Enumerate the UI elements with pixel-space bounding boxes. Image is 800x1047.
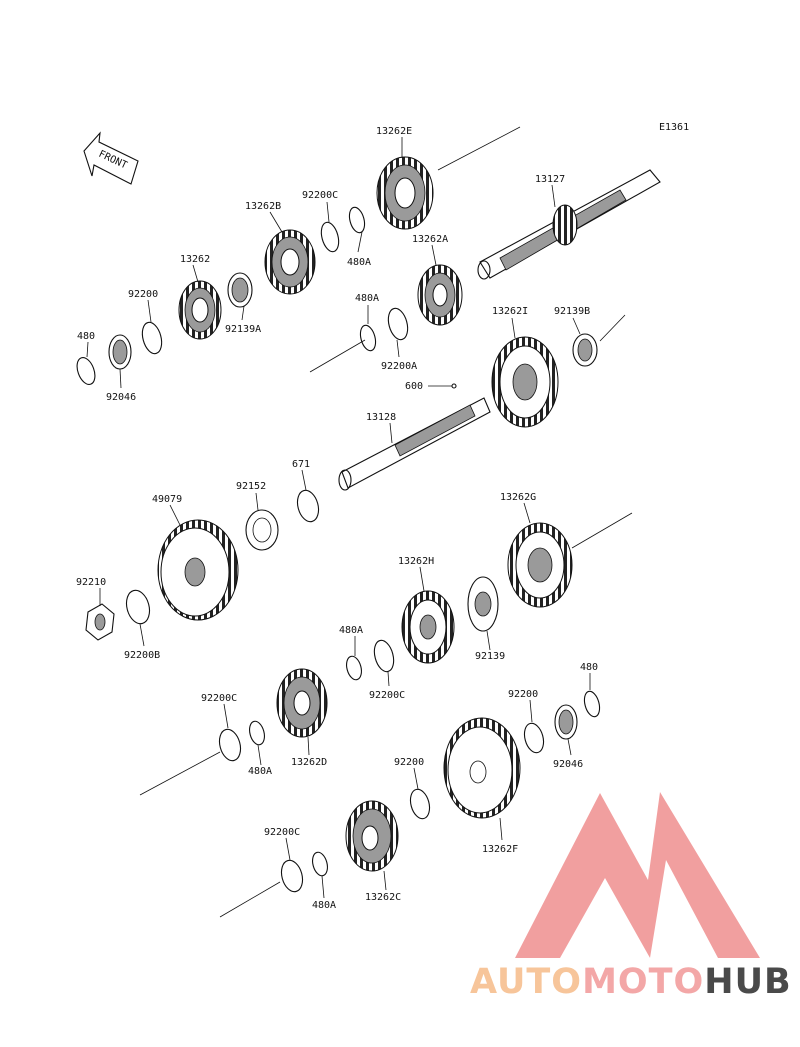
label-480A-bottom: 480A — [312, 900, 336, 911]
shaft-13128 — [338, 397, 491, 491]
circlip-480A-mid — [359, 324, 377, 352]
washer-92200C-top — [320, 221, 340, 253]
nut-92210 — [85, 603, 115, 641]
label-480A-low2: 480A — [248, 766, 272, 777]
label-92210: 92210 — [76, 577, 106, 588]
label-13262E: 13262E — [376, 126, 412, 137]
label-13262G: 13262G — [500, 492, 536, 503]
gear-13262A — [417, 264, 463, 326]
label-92200C-bottom: 92200C — [264, 827, 300, 838]
front-arrow-icon: FRONT — [83, 131, 139, 185]
gear-13262E — [376, 156, 434, 230]
circlip-480-right — [583, 690, 601, 718]
gear-13262H — [401, 590, 455, 664]
bushing-92139B — [572, 333, 598, 367]
part-labels: 13262E 13127 92200C 13262B 13262A 480A 1… — [76, 126, 598, 911]
label-92200B: 92200B — [124, 650, 160, 661]
label-13262B: 13262B — [245, 201, 281, 212]
bushing-92139 — [467, 576, 499, 632]
label-92200A: 92200A — [381, 361, 417, 372]
label-480A-top: 480A — [347, 257, 371, 268]
gear-13262D — [276, 668, 328, 738]
circlip-480-top — [76, 357, 96, 385]
label-49079: 49079 — [152, 494, 182, 505]
gear-49079 — [157, 519, 239, 621]
o-ring-671 — [296, 489, 320, 523]
brand-part-moto: MOTO — [582, 962, 705, 1002]
gear-13262F — [443, 717, 521, 819]
label-92046-top: 92046 — [106, 392, 136, 403]
label-92200-top: 92200 — [128, 289, 158, 300]
needle-bearing-92046 — [108, 334, 132, 370]
washer-92200-low — [409, 788, 431, 820]
label-13262F: 13262F — [482, 844, 518, 855]
leader-lines — [86, 137, 591, 899]
circlip-480A-low — [346, 655, 362, 681]
brand-part-auto: AUTO — [470, 962, 583, 1002]
circlip-480A-bottom — [312, 851, 328, 877]
label-13128: 13128 — [366, 412, 396, 423]
washer-92200C-bottom — [280, 859, 304, 893]
label-480A-low: 480A — [339, 625, 363, 636]
label-13262A: 13262A — [412, 234, 448, 245]
circlip-480A-low2 — [249, 720, 265, 746]
gear-13262C — [345, 800, 399, 872]
label-92046-right: 92046 — [553, 759, 583, 770]
washer-92200-top — [141, 321, 163, 355]
brand-part-hub: HUB — [704, 962, 792, 1002]
label-600: 600 — [405, 381, 423, 392]
label-92200-right: 92200 — [508, 689, 538, 700]
bushing-92139A — [227, 272, 253, 308]
oil-point-600 — [428, 383, 457, 389]
label-480-top: 480 — [77, 331, 95, 342]
washer-92200C-low — [218, 728, 242, 762]
label-92152: 92152 — [236, 481, 266, 492]
gear-13262G — [507, 522, 573, 608]
label-92200C-low: 92200C — [201, 693, 237, 704]
diagram-code: E1361 — [659, 122, 689, 133]
label-480A-mid: 480A — [355, 293, 379, 304]
label-13262H: 13262H — [398, 556, 434, 567]
brand-wordmark: AUTOMOTOHUB — [470, 962, 800, 1006]
label-92200C-top: 92200C — [302, 190, 338, 201]
label-480-right: 480 — [580, 662, 598, 673]
circlip-480A-top — [348, 206, 366, 234]
washer-92200C-mid — [373, 639, 395, 673]
label-13262: 13262 — [180, 254, 210, 265]
gear-13262I — [491, 336, 559, 428]
gear-13262B — [264, 229, 316, 295]
needle-bearing-92046-right — [554, 704, 578, 740]
label-92139B: 92139B — [554, 306, 590, 317]
label-13127: 13127 — [535, 174, 565, 185]
watermark-logo — [515, 792, 760, 958]
collar-92152 — [245, 509, 279, 551]
label-92200C-mid: 92200C — [369, 690, 405, 701]
label-13262D: 13262D — [291, 757, 327, 768]
washer-92200A — [387, 307, 409, 341]
washer-92200B — [125, 589, 151, 625]
shaft-13127 — [477, 169, 661, 280]
front-label: FRONT — [97, 149, 129, 172]
label-92139: 92139 — [475, 651, 505, 662]
label-92139A: 92139A — [225, 324, 261, 335]
washer-92200-right — [523, 722, 545, 754]
gear-13262 — [178, 280, 222, 340]
label-671: 671 — [292, 459, 310, 470]
label-13262I: 13262I — [492, 306, 528, 317]
label-92200-low: 92200 — [394, 757, 424, 768]
label-13262C: 13262C — [365, 892, 401, 903]
